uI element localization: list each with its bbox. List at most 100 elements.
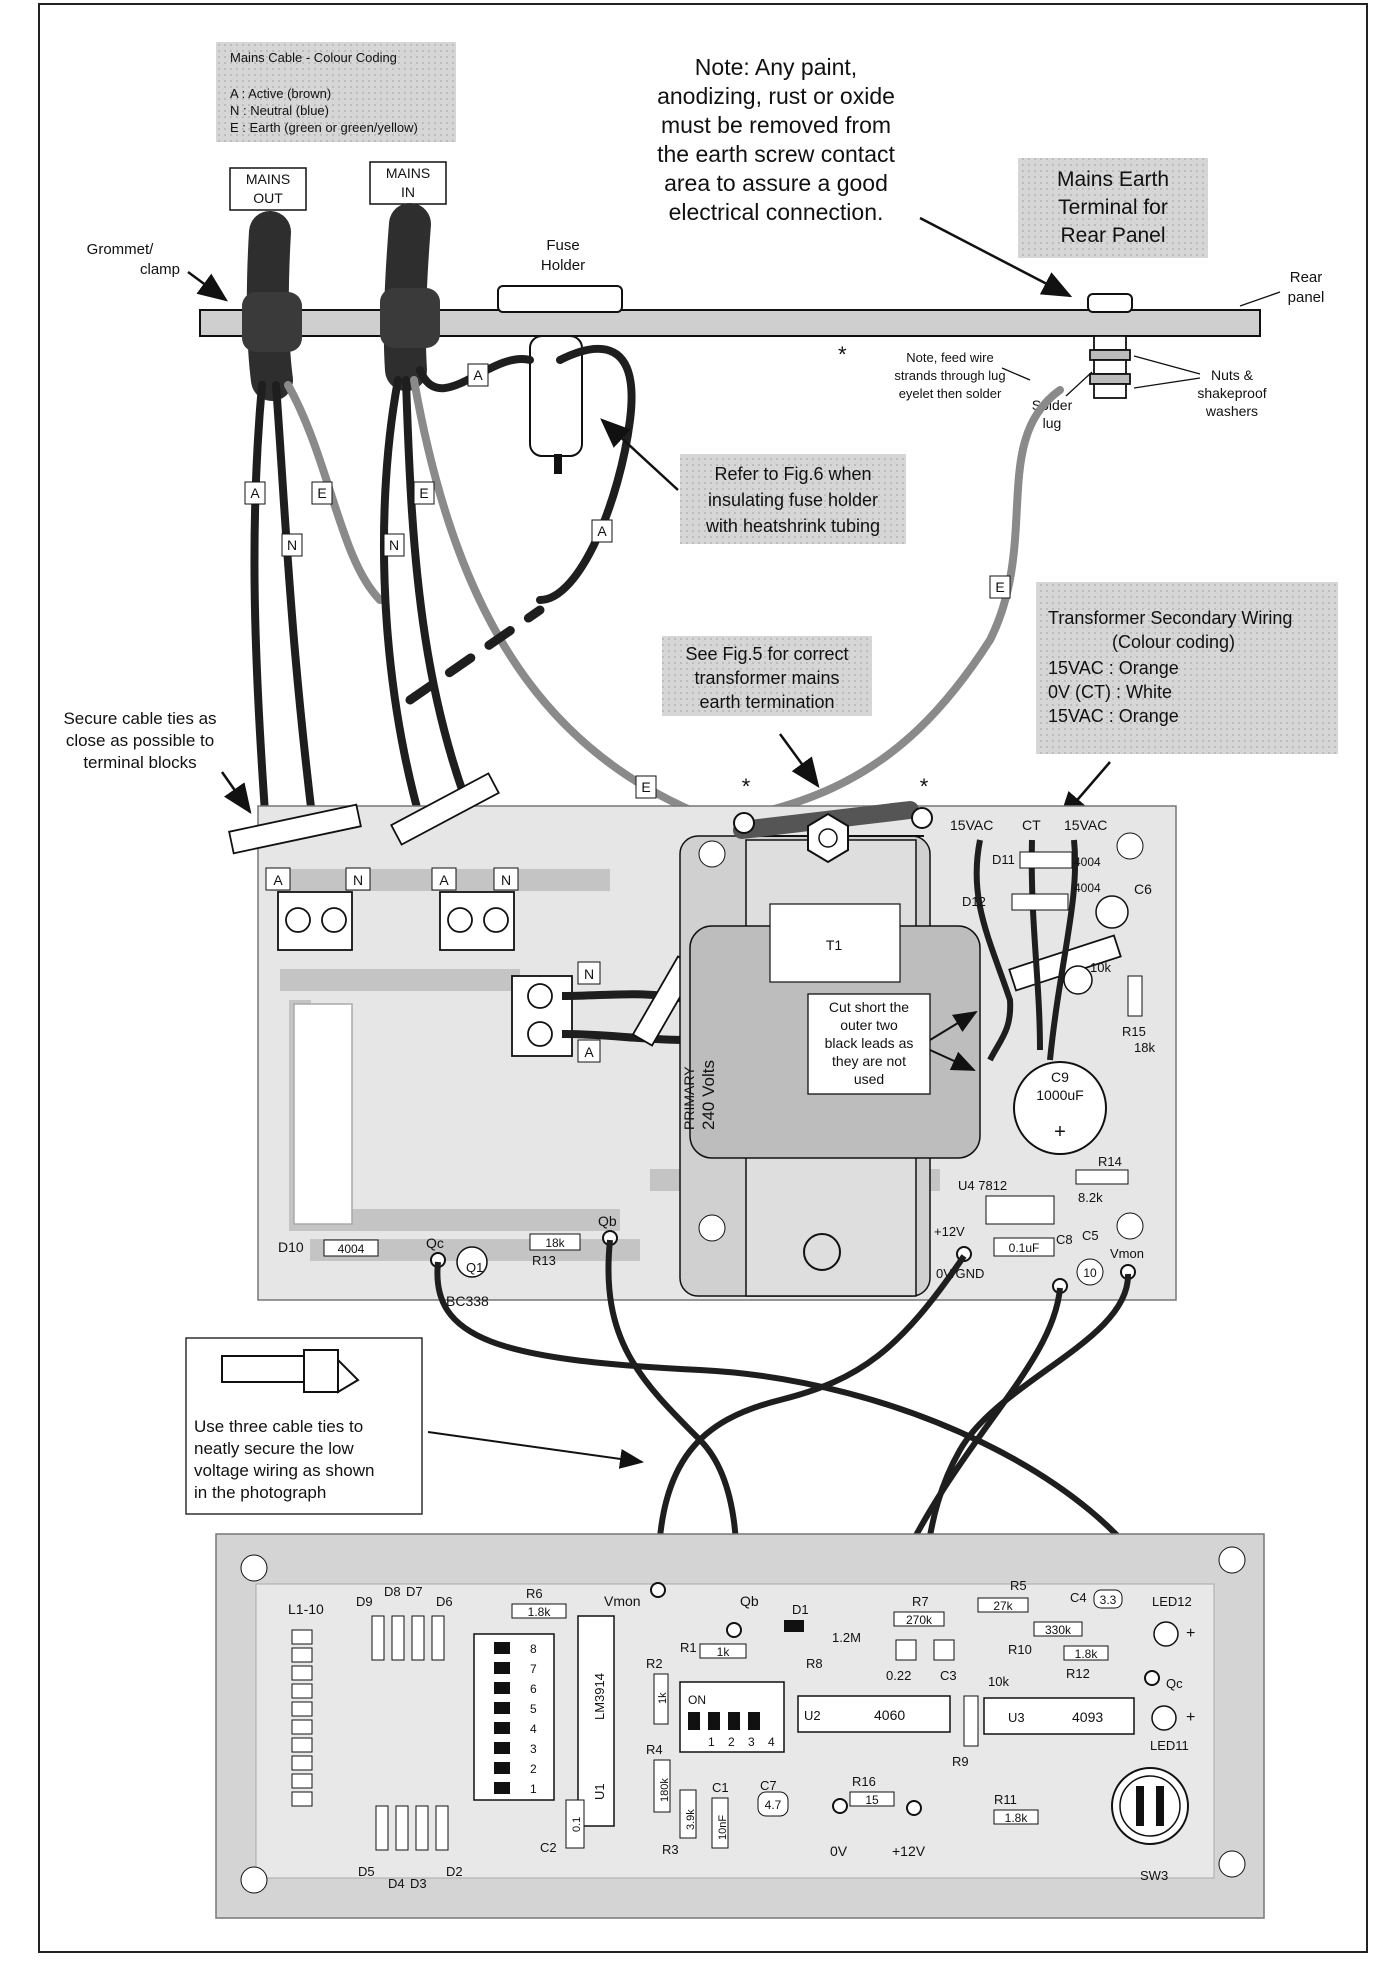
r1-label: R1 bbox=[680, 1640, 697, 1655]
cable-ties-line-2: close as possible to bbox=[66, 731, 214, 750]
r5-label: R5 bbox=[1010, 1578, 1027, 1593]
r11-label: R11 bbox=[994, 1792, 1017, 1807]
q1-label: Q1 bbox=[466, 1260, 483, 1275]
dip-switch-4[interactable]: ON 1 2 3 4 bbox=[679, 1681, 785, 1753]
mains-out-tag: MAINS OUT bbox=[229, 167, 307, 211]
cut-line-2: outer two bbox=[840, 1017, 898, 1033]
c6-label: C6 bbox=[1134, 881, 1152, 897]
u4-label: U4 7812 bbox=[958, 1178, 1007, 1193]
r6-label: R6 bbox=[526, 1586, 543, 1601]
transformer-t1: T1 PRIMARY 240 Volts * * bbox=[679, 774, 981, 1297]
secondary-line-1: Transformer Secondary Wiring bbox=[1048, 608, 1292, 628]
secondary-line-2: (Colour coding) bbox=[1112, 632, 1235, 652]
psu-gnd: 0V/GND bbox=[936, 1266, 984, 1281]
dip-3: 3 bbox=[530, 1742, 537, 1756]
tb3-n: N bbox=[584, 966, 594, 982]
r9-value: 10k bbox=[988, 1674, 1009, 1689]
asterisk-right: * bbox=[920, 774, 929, 799]
grommet-label-1: Grommet/ bbox=[87, 241, 155, 258]
refer-line-3: with heatshrink tubing bbox=[705, 516, 880, 536]
c5-value: 10 bbox=[1083, 1266, 1097, 1280]
d8-label: D8 bbox=[384, 1584, 401, 1599]
tag-a-2: A bbox=[473, 367, 483, 383]
led12 bbox=[1153, 1621, 1179, 1647]
r15-label: R15 bbox=[1122, 1024, 1146, 1039]
c2-value: 0.1 bbox=[571, 1817, 583, 1832]
solder-lug-pointer bbox=[1065, 371, 1093, 397]
note-line-1: Note: Any paint, bbox=[695, 54, 857, 80]
u3-value: 4093 bbox=[1072, 1709, 1103, 1725]
dip-switch-8[interactable]: 8 7 6 5 4 3 2 1 bbox=[473, 1633, 555, 1801]
d9-label: D9 bbox=[356, 1594, 373, 1609]
tb2-n: N bbox=[501, 872, 511, 888]
nuts-label-3: washers bbox=[1205, 403, 1258, 419]
sec-15vac-left: 15VAC bbox=[950, 817, 993, 833]
tag-e-4: E bbox=[641, 779, 650, 795]
r4-label: R4 bbox=[646, 1742, 663, 1757]
psu-qb: Qb bbox=[598, 1213, 617, 1229]
d4-label: D4 bbox=[388, 1876, 405, 1891]
control-board: L1-10 D9 D8 D7 D6 D5 D4 D3 D2 R6 bbox=[215, 1533, 1265, 1919]
led11-label: LED11 bbox=[1150, 1738, 1189, 1753]
feed-note-2: strands through lug bbox=[894, 368, 1005, 383]
r10-label: R10 bbox=[1008, 1642, 1032, 1657]
dip-4: 4 bbox=[530, 1722, 537, 1736]
sec-15vac-right: 15VAC bbox=[1064, 817, 1107, 833]
mains-in-tag: MAINS IN bbox=[369, 161, 447, 205]
cut-line-3: black leads as bbox=[825, 1035, 914, 1051]
psu-12v: +12V bbox=[934, 1224, 965, 1239]
sw4-3: 3 bbox=[748, 1735, 755, 1749]
cable-ties-line-3: terminal blocks bbox=[83, 753, 196, 772]
bc338-label: BC338 bbox=[446, 1293, 489, 1309]
diagram-frame bbox=[38, 3, 1368, 1953]
r4-value: 180k bbox=[659, 1778, 671, 1802]
ctrl-12v: +12V bbox=[892, 1843, 926, 1859]
sw3-pushbutton[interactable] bbox=[1111, 1767, 1189, 1845]
fig5-line-2: transformer mains bbox=[694, 668, 839, 688]
sw4-2: 2 bbox=[728, 1735, 735, 1749]
secondary-line-5: 15VAC : Orange bbox=[1048, 706, 1179, 726]
led-bar-l1-10 bbox=[291, 1629, 313, 1807]
terminal-block-primary: N A bbox=[511, 961, 691, 1063]
sec-ct: CT bbox=[1022, 817, 1041, 833]
tb3-a: A bbox=[584, 1044, 594, 1060]
fig5-arrow bbox=[778, 733, 820, 789]
u2-chip bbox=[797, 1695, 951, 1733]
mains-out-line-1: MAINS bbox=[246, 171, 290, 187]
mains-in-line-2: IN bbox=[401, 184, 415, 200]
refer-line-1: Refer to Fig.6 when bbox=[714, 464, 871, 484]
fuse-holder bbox=[497, 285, 623, 474]
lm3914-label: LM3914 bbox=[592, 1673, 607, 1720]
tb1-n: N bbox=[353, 872, 363, 888]
r9-label: R9 bbox=[952, 1754, 969, 1769]
terminal-block-mains-in: A N bbox=[431, 867, 519, 951]
cable-tie-arrow bbox=[220, 771, 252, 815]
tag-e-2: E bbox=[419, 485, 428, 501]
r8-value: 1.2M bbox=[832, 1630, 861, 1645]
secondary-line-4: 0V (CT) : White bbox=[1048, 682, 1172, 702]
dip-5: 5 bbox=[530, 1702, 537, 1716]
terminal-block-mains-out: A N bbox=[265, 867, 371, 951]
refer-line-2: insulating fuse holder bbox=[708, 490, 878, 510]
r-10k: 10k bbox=[1090, 960, 1111, 975]
earth-box-line-3: Rear Panel bbox=[1060, 224, 1165, 247]
mains-out-line-2: OUT bbox=[253, 190, 283, 206]
r2-value: 1k bbox=[657, 1692, 669, 1704]
cable-tie-2 bbox=[390, 772, 500, 846]
led11 bbox=[1151, 1705, 1177, 1731]
secondary-line-3: 15VAC : Orange bbox=[1048, 658, 1179, 678]
dip-8: 8 bbox=[530, 1642, 537, 1656]
u1-label: U1 bbox=[592, 1783, 607, 1800]
note-line-4: the earth screw contact bbox=[657, 141, 895, 167]
u3-label: U3 bbox=[1008, 1710, 1025, 1725]
c8-label: C8 bbox=[1056, 1232, 1073, 1247]
note-line-6: electrical connection. bbox=[669, 199, 884, 225]
psu-vmon: Vmon bbox=[1110, 1246, 1144, 1261]
dip-1: 1 bbox=[530, 1782, 537, 1796]
l1-10-label: L1-10 bbox=[288, 1601, 324, 1617]
d11-label: D11 bbox=[992, 852, 1015, 867]
c5-label: C5 bbox=[1082, 1228, 1099, 1243]
c7-value: 4.7 bbox=[765, 1798, 782, 1812]
d11-value: 4004 bbox=[1074, 855, 1101, 869]
d3-label: D3 bbox=[410, 1876, 427, 1891]
